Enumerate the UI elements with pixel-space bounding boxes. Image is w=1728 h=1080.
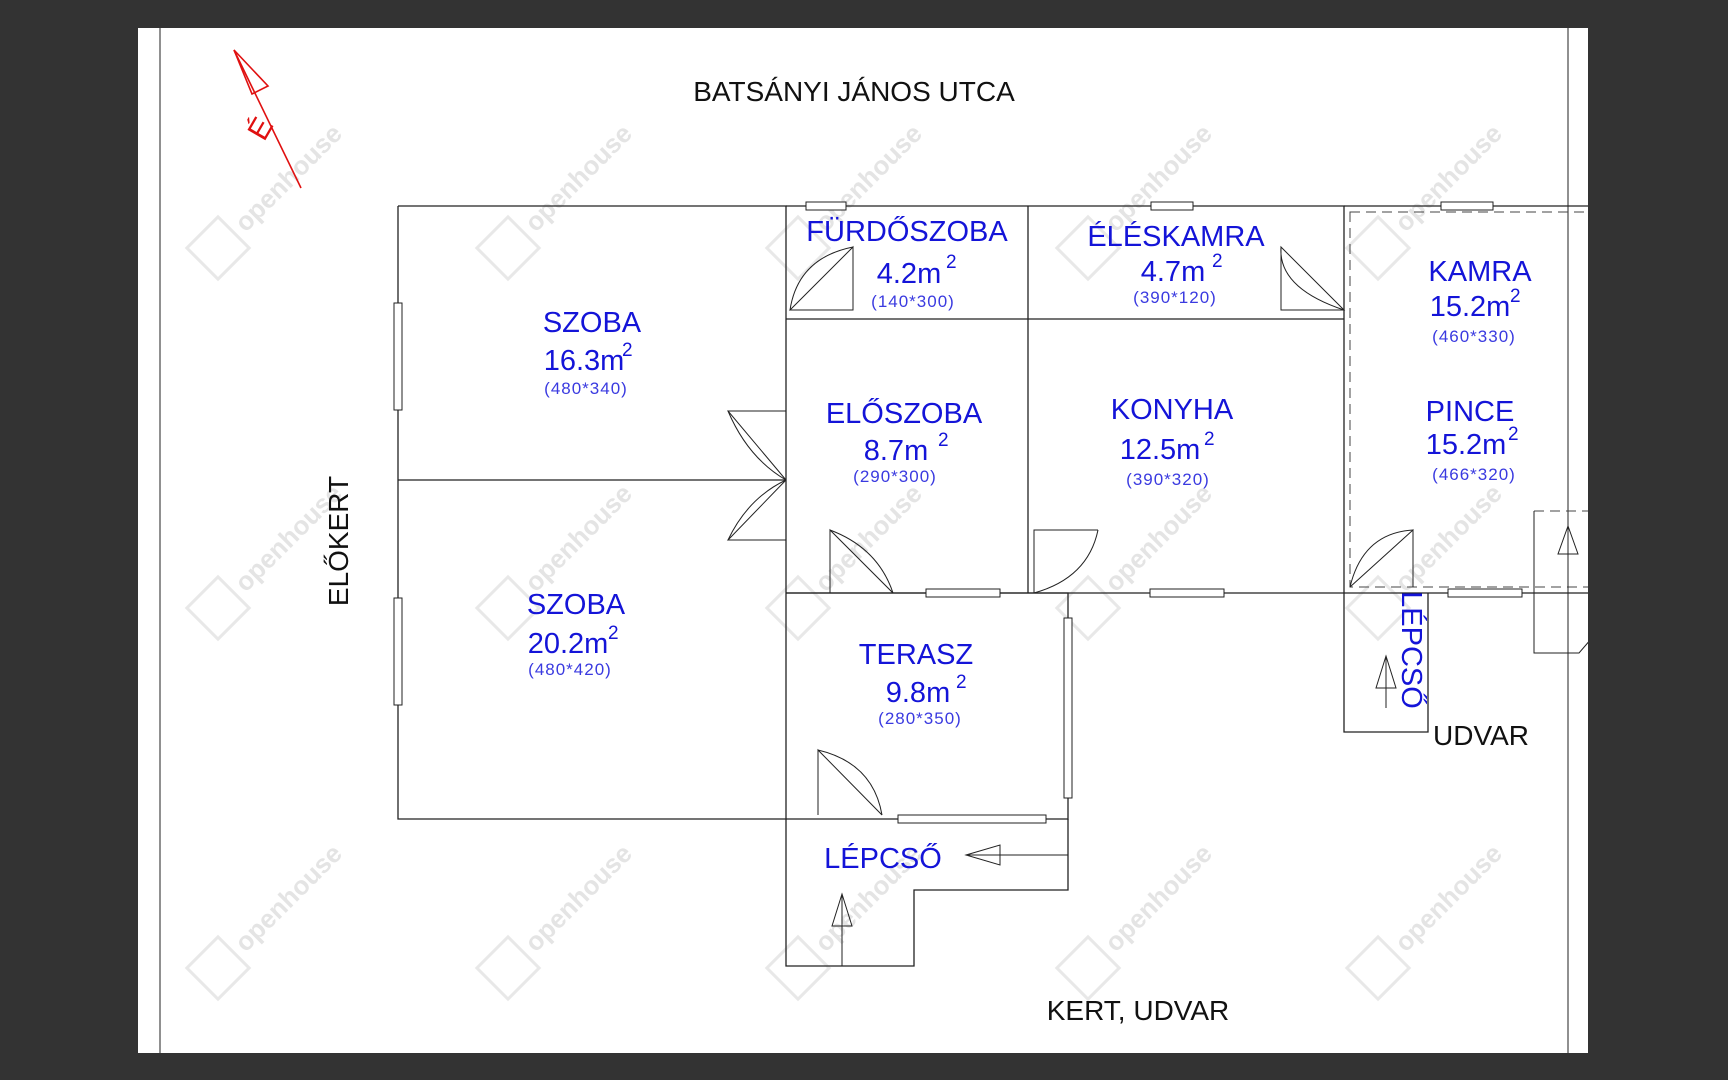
- svg-text:(480*420): (480*420): [528, 660, 612, 679]
- watermark-text: openhouse: [229, 838, 348, 957]
- svg-text:(290*300): (290*300): [853, 467, 937, 486]
- svg-text:20.2m: 20.2m: [528, 628, 609, 660]
- watermark-text: openhouse: [1389, 838, 1508, 957]
- street-label-left: ELŐKERT: [323, 476, 354, 606]
- watermark-logo: openhouse: [1344, 478, 1508, 642]
- svg-text:PINCE: PINCE: [1426, 396, 1515, 428]
- watermark-text: openhouse: [1389, 478, 1508, 597]
- watermark-logo: openhouse: [474, 838, 638, 1002]
- svg-text:15.2m: 15.2m: [1430, 291, 1511, 323]
- room-label-eleskamra: ÉLÉSKAMRA 4.7m 2 (390*120): [1087, 220, 1265, 307]
- watermark-logo: openhouse: [1344, 118, 1508, 282]
- svg-text:SZOBA: SZOBA: [543, 307, 642, 339]
- watermark-logo: openhouse: [1344, 838, 1508, 1002]
- watermark-text: openhouse: [519, 118, 638, 237]
- stair-arrow-icon: [831, 524, 1579, 966]
- watermark-text: openhouse: [1389, 118, 1508, 237]
- room-label-eloszoba: ELŐSZOBA 8.7m 2 (290*300): [826, 397, 983, 486]
- svg-text:16.3m: 16.3m: [544, 345, 625, 377]
- street-label-top: BATSÁNYI JÁNOS UTCA: [693, 76, 1015, 107]
- svg-text:FÜRDŐSZOBA: FÜRDŐSZOBA: [806, 215, 1008, 248]
- watermark-logo: openhouse: [1054, 838, 1218, 1002]
- svg-text:2: 2: [946, 252, 957, 273]
- svg-text:(390*320): (390*320): [1126, 470, 1210, 489]
- room-label-pince: PINCE 15.2m 2 (466*320): [1426, 396, 1519, 484]
- svg-text:2: 2: [622, 340, 633, 361]
- svg-text:ELŐSZOBA: ELŐSZOBA: [826, 397, 983, 430]
- svg-text:2: 2: [1510, 286, 1521, 307]
- svg-text:(140*300): (140*300): [871, 292, 955, 311]
- svg-text:TERASZ: TERASZ: [859, 639, 973, 671]
- watermark-text: openhouse: [519, 838, 638, 957]
- north-arrow-icon: É: [233, 49, 302, 189]
- stair-label-bottom: LÉPCSŐ: [824, 842, 942, 875]
- svg-text:9.8m: 9.8m: [886, 677, 950, 709]
- room-label-terasz: TERASZ 9.8m 2 (280*350): [859, 639, 973, 728]
- watermark-text: openhouse: [1099, 118, 1218, 237]
- doors: [726, 245, 1414, 816]
- svg-text:2: 2: [956, 672, 967, 693]
- room-label-kamra: KAMRA 15.2m 2 (460*330): [1428, 256, 1532, 346]
- svg-text:ÉLÉSKAMRA: ÉLÉSKAMRA: [1087, 220, 1265, 253]
- north-label: É: [242, 112, 281, 146]
- watermark-text: openhouse: [1099, 838, 1218, 957]
- street-label-right: UDVAR: [1433, 720, 1529, 751]
- watermark-logo: openhouse: [1054, 118, 1218, 282]
- svg-text:2: 2: [1212, 251, 1223, 272]
- svg-text:(280*350): (280*350): [878, 709, 962, 728]
- room-label-konyha: KONYHA 12.5m 2 (390*320): [1111, 394, 1234, 489]
- svg-text:(466*320): (466*320): [1432, 465, 1516, 484]
- svg-text:2: 2: [1508, 424, 1519, 445]
- watermark-text: openhouse: [1099, 478, 1218, 597]
- svg-text:8.7m: 8.7m: [864, 435, 928, 467]
- watermark-logo: openhouse: [474, 118, 638, 282]
- watermark-logo: openhouse: [764, 118, 928, 282]
- svg-text:SZOBA: SZOBA: [527, 589, 626, 621]
- svg-text:(460*330): (460*330): [1432, 327, 1516, 346]
- room-label-furdoszoba: FÜRDŐSZOBA 4.2m 2 (140*300): [806, 215, 1008, 311]
- watermark-text: openhouse: [519, 478, 638, 597]
- svg-text:(390*120): (390*120): [1133, 288, 1217, 307]
- svg-text:2: 2: [1204, 429, 1215, 450]
- svg-text:(480*340): (480*340): [544, 379, 628, 398]
- svg-text:KAMRA: KAMRA: [1428, 256, 1532, 288]
- watermark-text: openhouse: [809, 478, 928, 597]
- watermark-logo: openhouse: [764, 478, 928, 642]
- windows: [393, 201, 1523, 824]
- floor-plan-drawing: openhouse openhouse openhouse openhouse …: [159, 28, 1588, 1053]
- room-label-szoba-2: SZOBA 20.2m 2 (480*420): [527, 589, 626, 679]
- svg-text:KONYHA: KONYHA: [1111, 394, 1234, 426]
- svg-text:15.2m: 15.2m: [1426, 429, 1507, 461]
- svg-text:2: 2: [938, 430, 949, 451]
- watermark-logo: openhouse: [1054, 478, 1218, 642]
- svg-text:12.5m: 12.5m: [1120, 434, 1201, 466]
- floor-plan-sheet: openhouse openhouse openhouse openhouse …: [138, 28, 1588, 1053]
- watermark-text: openhouse: [229, 118, 348, 237]
- svg-text:4.7m: 4.7m: [1141, 256, 1205, 288]
- svg-text:2: 2: [608, 623, 619, 644]
- svg-text:4.2m: 4.2m: [877, 258, 941, 290]
- room-label-szoba-1: SZOBA 16.3m 2 (480*340): [543, 307, 642, 398]
- watermark-logo: openhouse: [184, 838, 348, 1002]
- stair-label-side: LÉPCSŐ: [1395, 591, 1428, 709]
- street-label-bottom: KERT, UDVAR: [1047, 995, 1230, 1026]
